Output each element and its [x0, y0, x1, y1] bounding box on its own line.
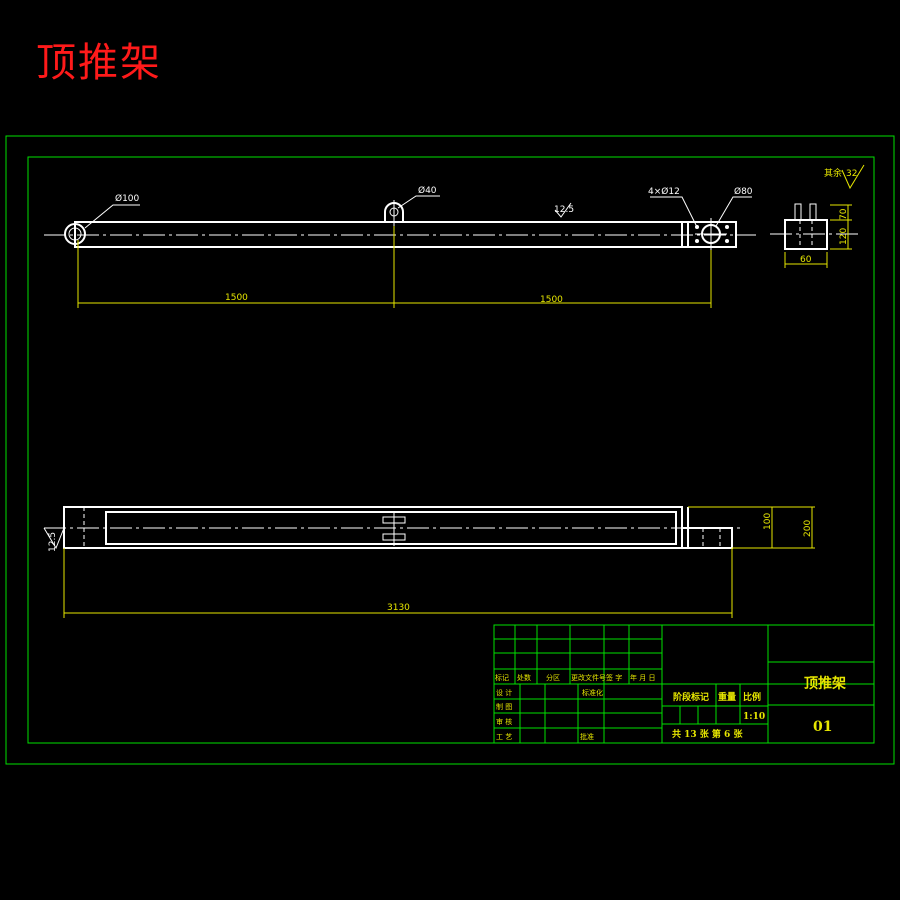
- drawing-number: 01: [813, 719, 832, 735]
- dim-200: 200: [803, 520, 813, 537]
- front-view: Ø100 Ø40 4×Ø12 Ø80 12.5 1500 1500: [44, 185, 756, 308]
- dim-70: 70: [839, 208, 849, 220]
- outer-frame: [5, 135, 895, 765]
- rest-label: 其余: [824, 167, 842, 179]
- std-label: 标准化: [582, 688, 603, 697]
- end-eye: [64, 223, 86, 245]
- scale-value: 1:10: [743, 712, 765, 722]
- dim-60: 60: [800, 255, 812, 265]
- end-plate-top: [681, 527, 733, 549]
- sheet-count: 共 13 张 第 6 张: [672, 728, 743, 740]
- weight-label: 重量: [718, 691, 736, 703]
- rev-header-sign: 签 字: [606, 673, 622, 682]
- inner-frame: [27, 156, 875, 744]
- dim-holes: 4×Ø12: [648, 186, 680, 197]
- approve-label: 批准: [580, 732, 594, 741]
- dim-length-1: 1500: [225, 293, 248, 303]
- top-view: 12.5 100 200 3130: [43, 506, 815, 618]
- dim-100: 100: [763, 513, 773, 530]
- title-block: 标记 处数 分区 更改文件号 签 字 年 月 日 设 计 制 图 审 核 工 艺…: [493, 624, 875, 744]
- side-section: [784, 219, 828, 250]
- end-eye-hole: [68, 227, 82, 241]
- drawing-title: 顶推架: [36, 40, 162, 86]
- roughness-label-2: 12.5: [48, 532, 58, 552]
- rev-header-zone: 分区: [546, 673, 560, 682]
- scale-label: 比例: [743, 691, 761, 703]
- rev-header-mark: 标记: [495, 673, 509, 682]
- rev-header-date: 年 月 日: [630, 673, 655, 682]
- dim-total: 3130: [387, 603, 410, 613]
- dim-d80: Ø80: [734, 186, 753, 197]
- dim-d40: Ø40: [418, 185, 437, 196]
- side-view: 70 120 60 其余 32: [770, 164, 865, 268]
- roughness-label: 12.5: [554, 205, 574, 215]
- role-process: 工 艺: [496, 733, 512, 741]
- stage-label: 阶段标记: [673, 691, 709, 703]
- role-design: 设 计: [496, 688, 512, 697]
- beam-body: [74, 221, 737, 248]
- rev-header-count: 处数: [517, 673, 531, 682]
- part-name: 顶推架: [804, 675, 846, 692]
- top-slot: [105, 511, 677, 545]
- dim-length-2: 1500: [540, 295, 563, 305]
- dim-d100: Ø100: [115, 193, 140, 204]
- role-drafting: 制 图: [496, 702, 512, 711]
- rest-value: 32: [846, 169, 857, 179]
- rev-header-doc: 更改文件号: [571, 673, 606, 682]
- role-review: 审 核: [496, 717, 512, 726]
- dim-120: 120: [839, 228, 849, 245]
